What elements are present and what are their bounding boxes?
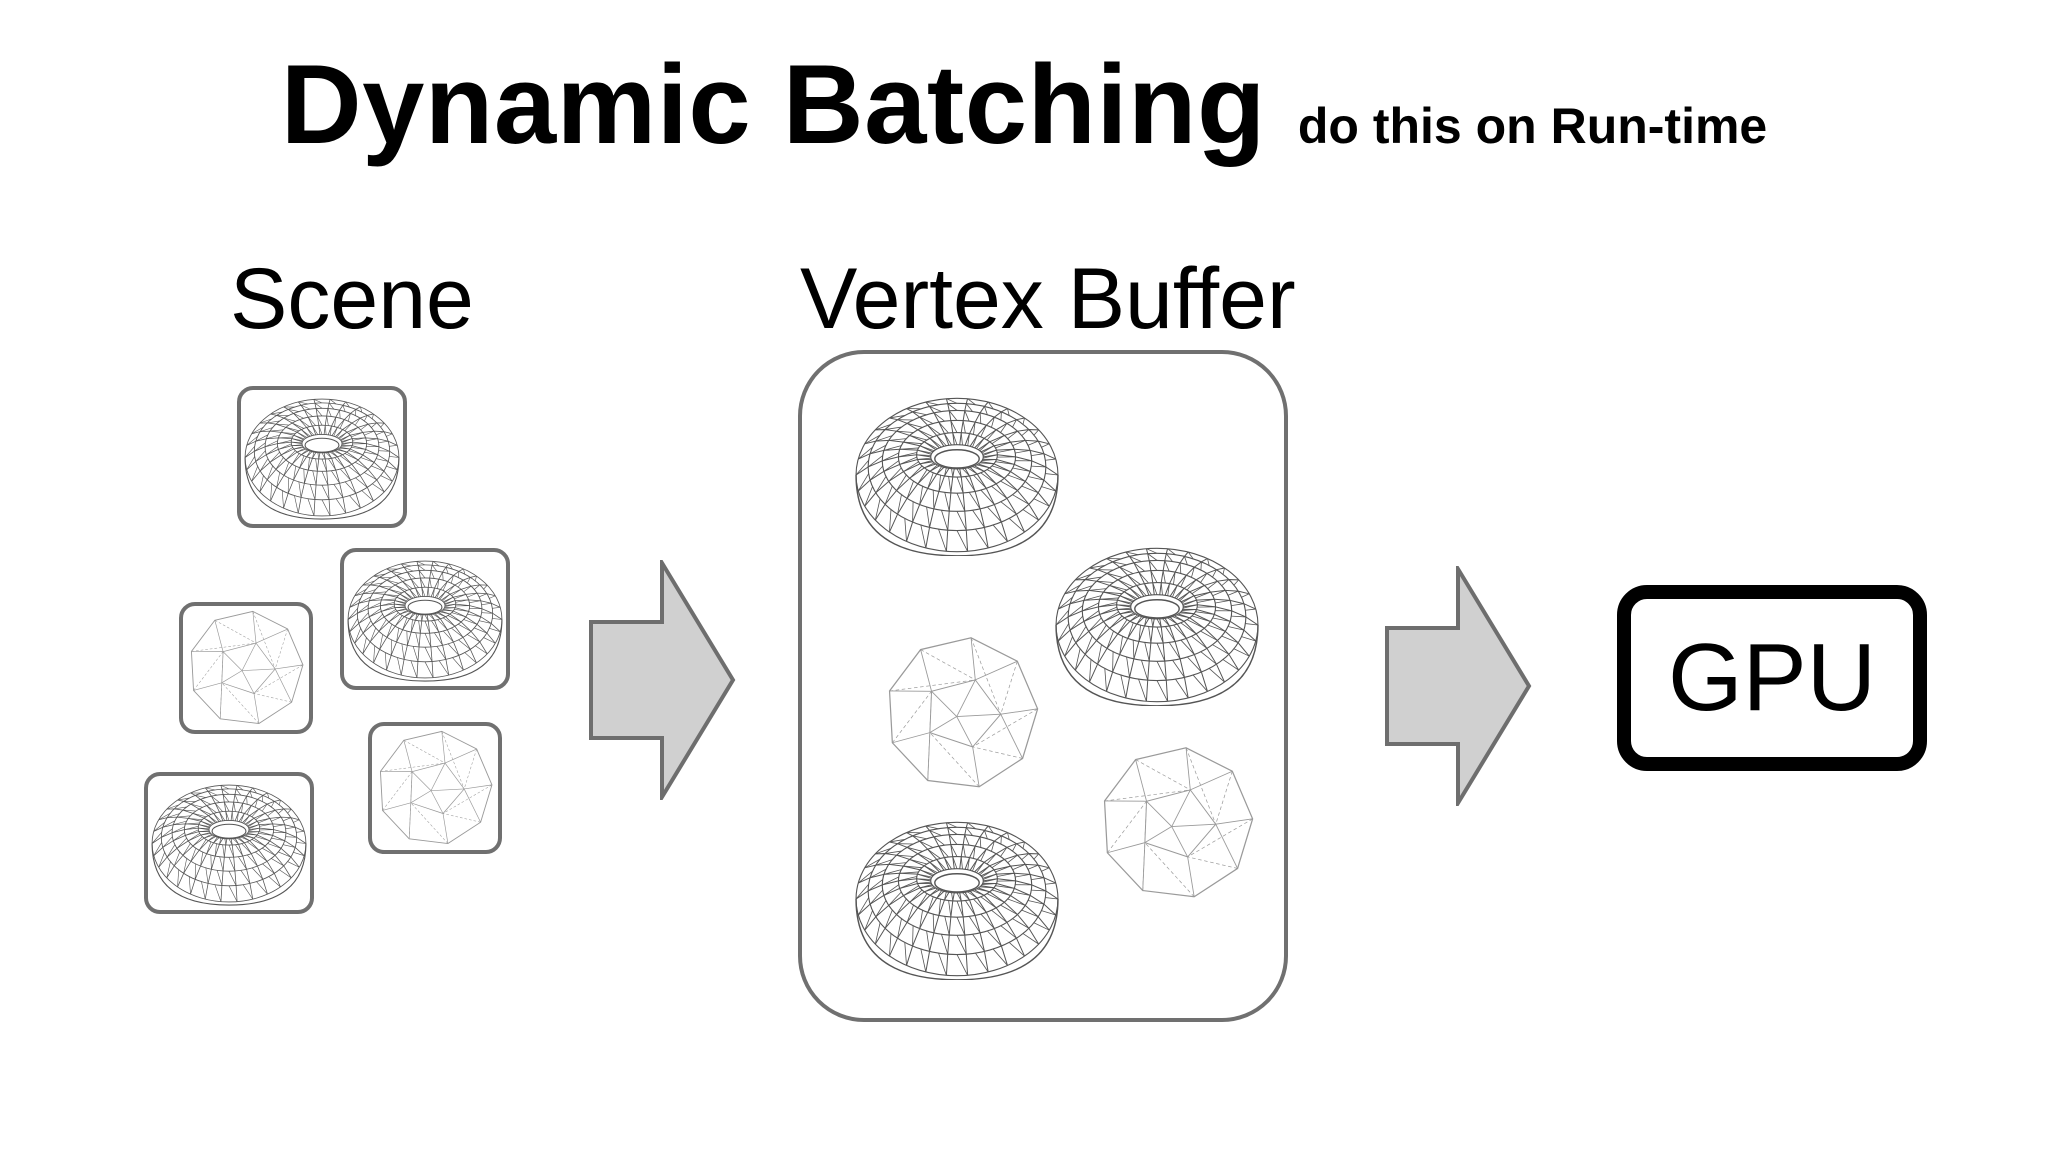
icosphere-mesh-icon <box>379 730 493 845</box>
vertex-buffer-label: Vertex Buffer <box>800 251 1296 347</box>
gpu-box: GPU <box>1617 585 1927 771</box>
page-subtitle: do this on Run-time <box>1297 98 1768 154</box>
flow-arrow-right-icon <box>589 560 736 800</box>
vertex-buffer-box <box>798 350 1288 1022</box>
flow-arrow-right-icon <box>1385 566 1532 806</box>
gpu-label: GPU <box>1667 624 1877 731</box>
torus-mesh-icon <box>1055 547 1259 706</box>
scene-object-torus <box>237 386 407 528</box>
icosphere-mesh-icon <box>1103 747 1254 898</box>
title-row: Dynamic Batching do this on Run-time <box>0 40 2048 180</box>
icosphere-mesh-icon <box>888 637 1039 788</box>
scene-object-icosphere <box>368 722 502 854</box>
scene-object-icosphere <box>179 602 313 734</box>
scene-object-torus <box>340 548 510 690</box>
icosphere-mesh-icon <box>190 610 304 725</box>
page-title: Dynamic Batching <box>280 42 1266 167</box>
torus-mesh-icon <box>855 821 1059 980</box>
torus-mesh-icon <box>347 560 503 682</box>
scene-label: Scene <box>230 251 474 347</box>
torus-mesh-icon <box>855 397 1059 556</box>
torus-mesh-icon <box>151 784 307 906</box>
scene-object-torus <box>144 772 314 914</box>
torus-mesh-icon <box>244 398 400 520</box>
